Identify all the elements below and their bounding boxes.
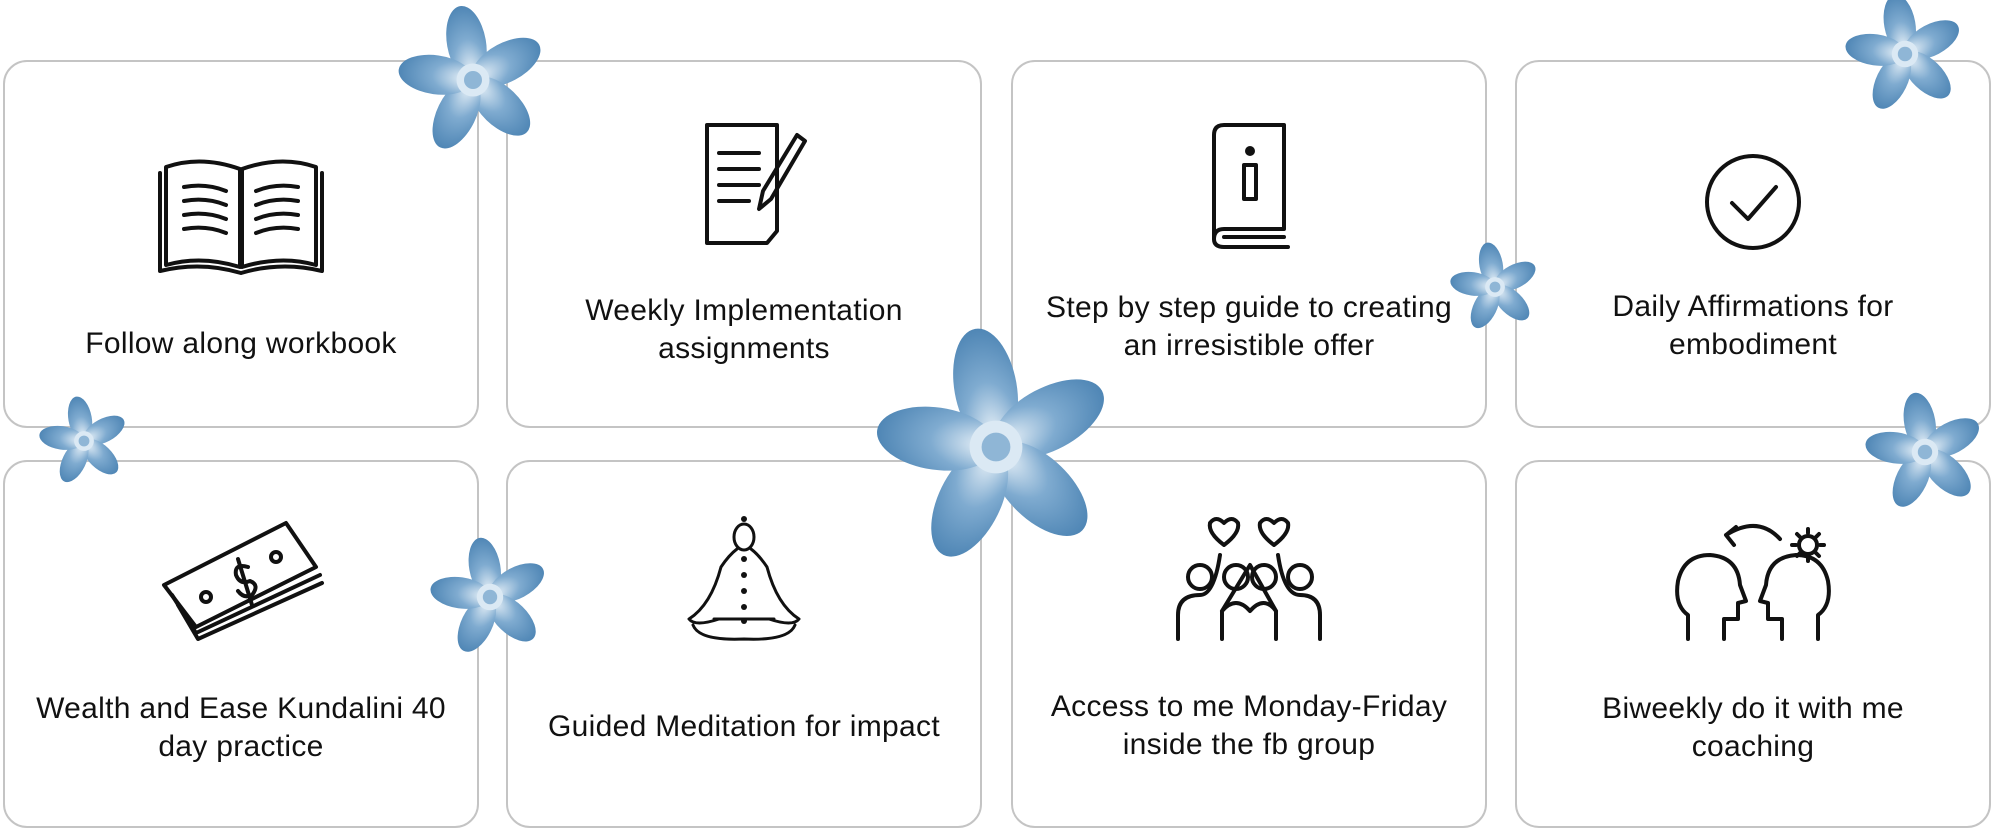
- open-book-icon: [156, 147, 326, 277]
- feature-card-assignments: Weekly Implementation assignments: [506, 60, 982, 428]
- feature-card-workbook: Follow along workbook: [3, 60, 479, 428]
- feature-card-coaching: Biweekly do it with me coaching: [1515, 460, 1991, 828]
- card-label: Biweekly do it with me coaching: [1602, 692, 1904, 763]
- card-label: Weekly Implementation assignments: [585, 294, 903, 365]
- document-pen-icon: [659, 119, 829, 249]
- card-label: Follow along workbook: [85, 327, 397, 360]
- feature-card-affirmations: Daily Affirmations for embodiment: [1515, 60, 1991, 428]
- meditation-icon: [659, 515, 829, 645]
- feature-card-meditation: Guided Meditation for impact: [506, 460, 982, 828]
- feature-card-kundalini: Wealth and Ease Kundalini 40 day practic…: [3, 460, 479, 828]
- card-label: Step by step guide to creating an irresi…: [1046, 291, 1452, 362]
- info-book-icon: [1164, 121, 1334, 251]
- coaching-heads-icon: [1668, 515, 1838, 645]
- card-label: Guided Meditation for impact: [548, 710, 940, 743]
- feature-card-fb-group: Access to me Monday-Friday inside the fb…: [1011, 460, 1487, 828]
- card-label: Access to me Monday-Friday inside the fb…: [1050, 690, 1448, 761]
- money-stack-icon: [156, 515, 326, 645]
- card-label: Daily Affirmations for embodiment: [1612, 290, 1894, 361]
- check-circle-icon: [1668, 137, 1838, 267]
- feature-card-offer-guide: Step by step guide to creating an irresi…: [1011, 60, 1487, 428]
- card-label: Wealth and Ease Kundalini 40 day practic…: [36, 692, 446, 763]
- community-hearts-icon: [1164, 515, 1334, 645]
